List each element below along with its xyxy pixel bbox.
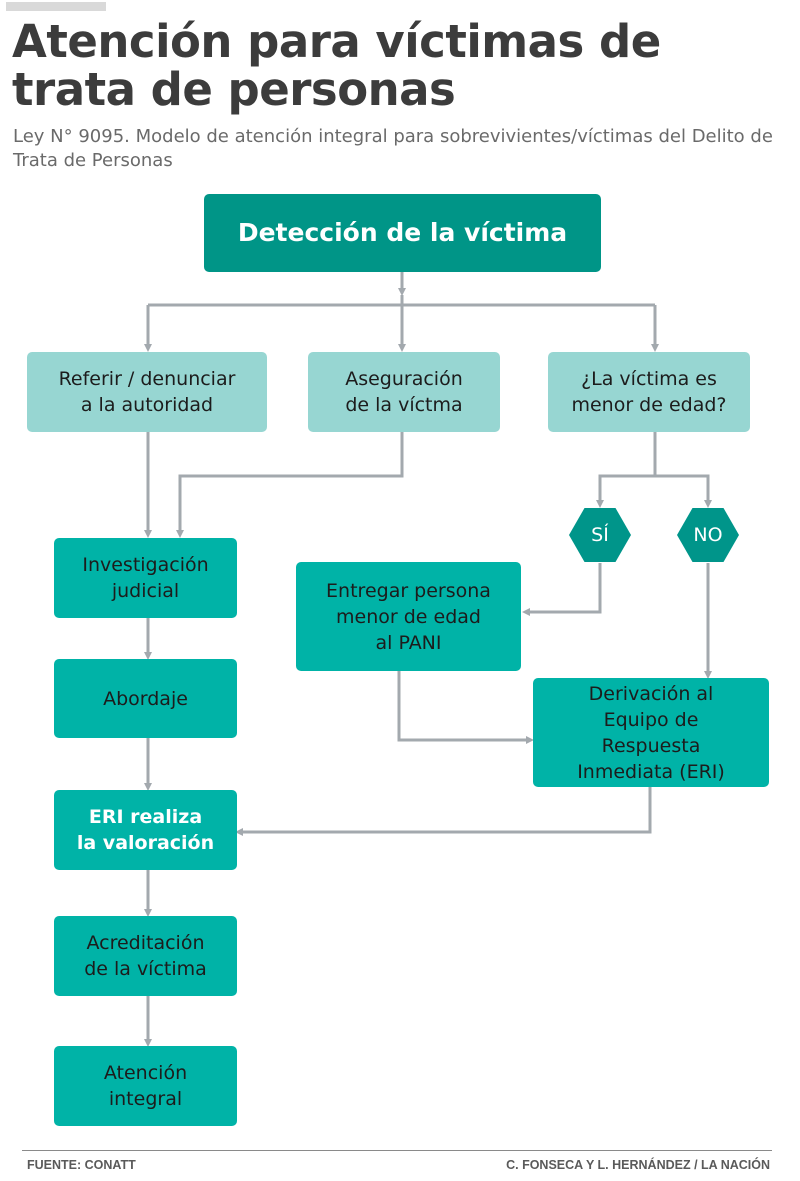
connector-question-no <box>655 474 712 508</box>
footer-source: FUENTE: CONATT <box>27 1158 136 1172</box>
node-question: ¿La víctima es menor de edad? <box>548 352 750 432</box>
node-pani: Entregar persona menor de edad al PANI <box>296 562 521 671</box>
node-care: Atención integral <box>54 1046 237 1126</box>
node-assessment: ERI realiza la valoración <box>54 790 237 870</box>
node-approach: Abordaje <box>54 659 237 738</box>
node-detection: Detección de la víctima <box>204 194 601 272</box>
node-investigation: Investigación judicial <box>54 538 237 618</box>
connector-pani-derivation <box>397 671 534 744</box>
connector-yes-pani <box>522 563 602 616</box>
node-refer: Referir / denunciar a la autoridad <box>27 352 267 432</box>
connector-question-split <box>596 432 657 508</box>
connector-derivation-assessment <box>235 786 652 836</box>
node-secure: Aseguración de la víctma <box>308 352 500 432</box>
footer-divider <box>22 1150 772 1151</box>
connector-secure-investigation <box>176 432 404 538</box>
node-accreditation: Acreditación de la víctima <box>54 916 237 996</box>
footer-credits: C. FONSECA Y L. HERNÁNDEZ / LA NACIÓN <box>506 1158 770 1172</box>
node-derivation: Derivación al Equipo de Respuesta Inmedi… <box>533 678 769 787</box>
top-decorative-bar <box>6 2 106 11</box>
page-title: Atención para víctimas de trata de perso… <box>12 15 661 116</box>
page-subtitle: Ley N° 9095. Modelo de atención integral… <box>13 126 773 171</box>
